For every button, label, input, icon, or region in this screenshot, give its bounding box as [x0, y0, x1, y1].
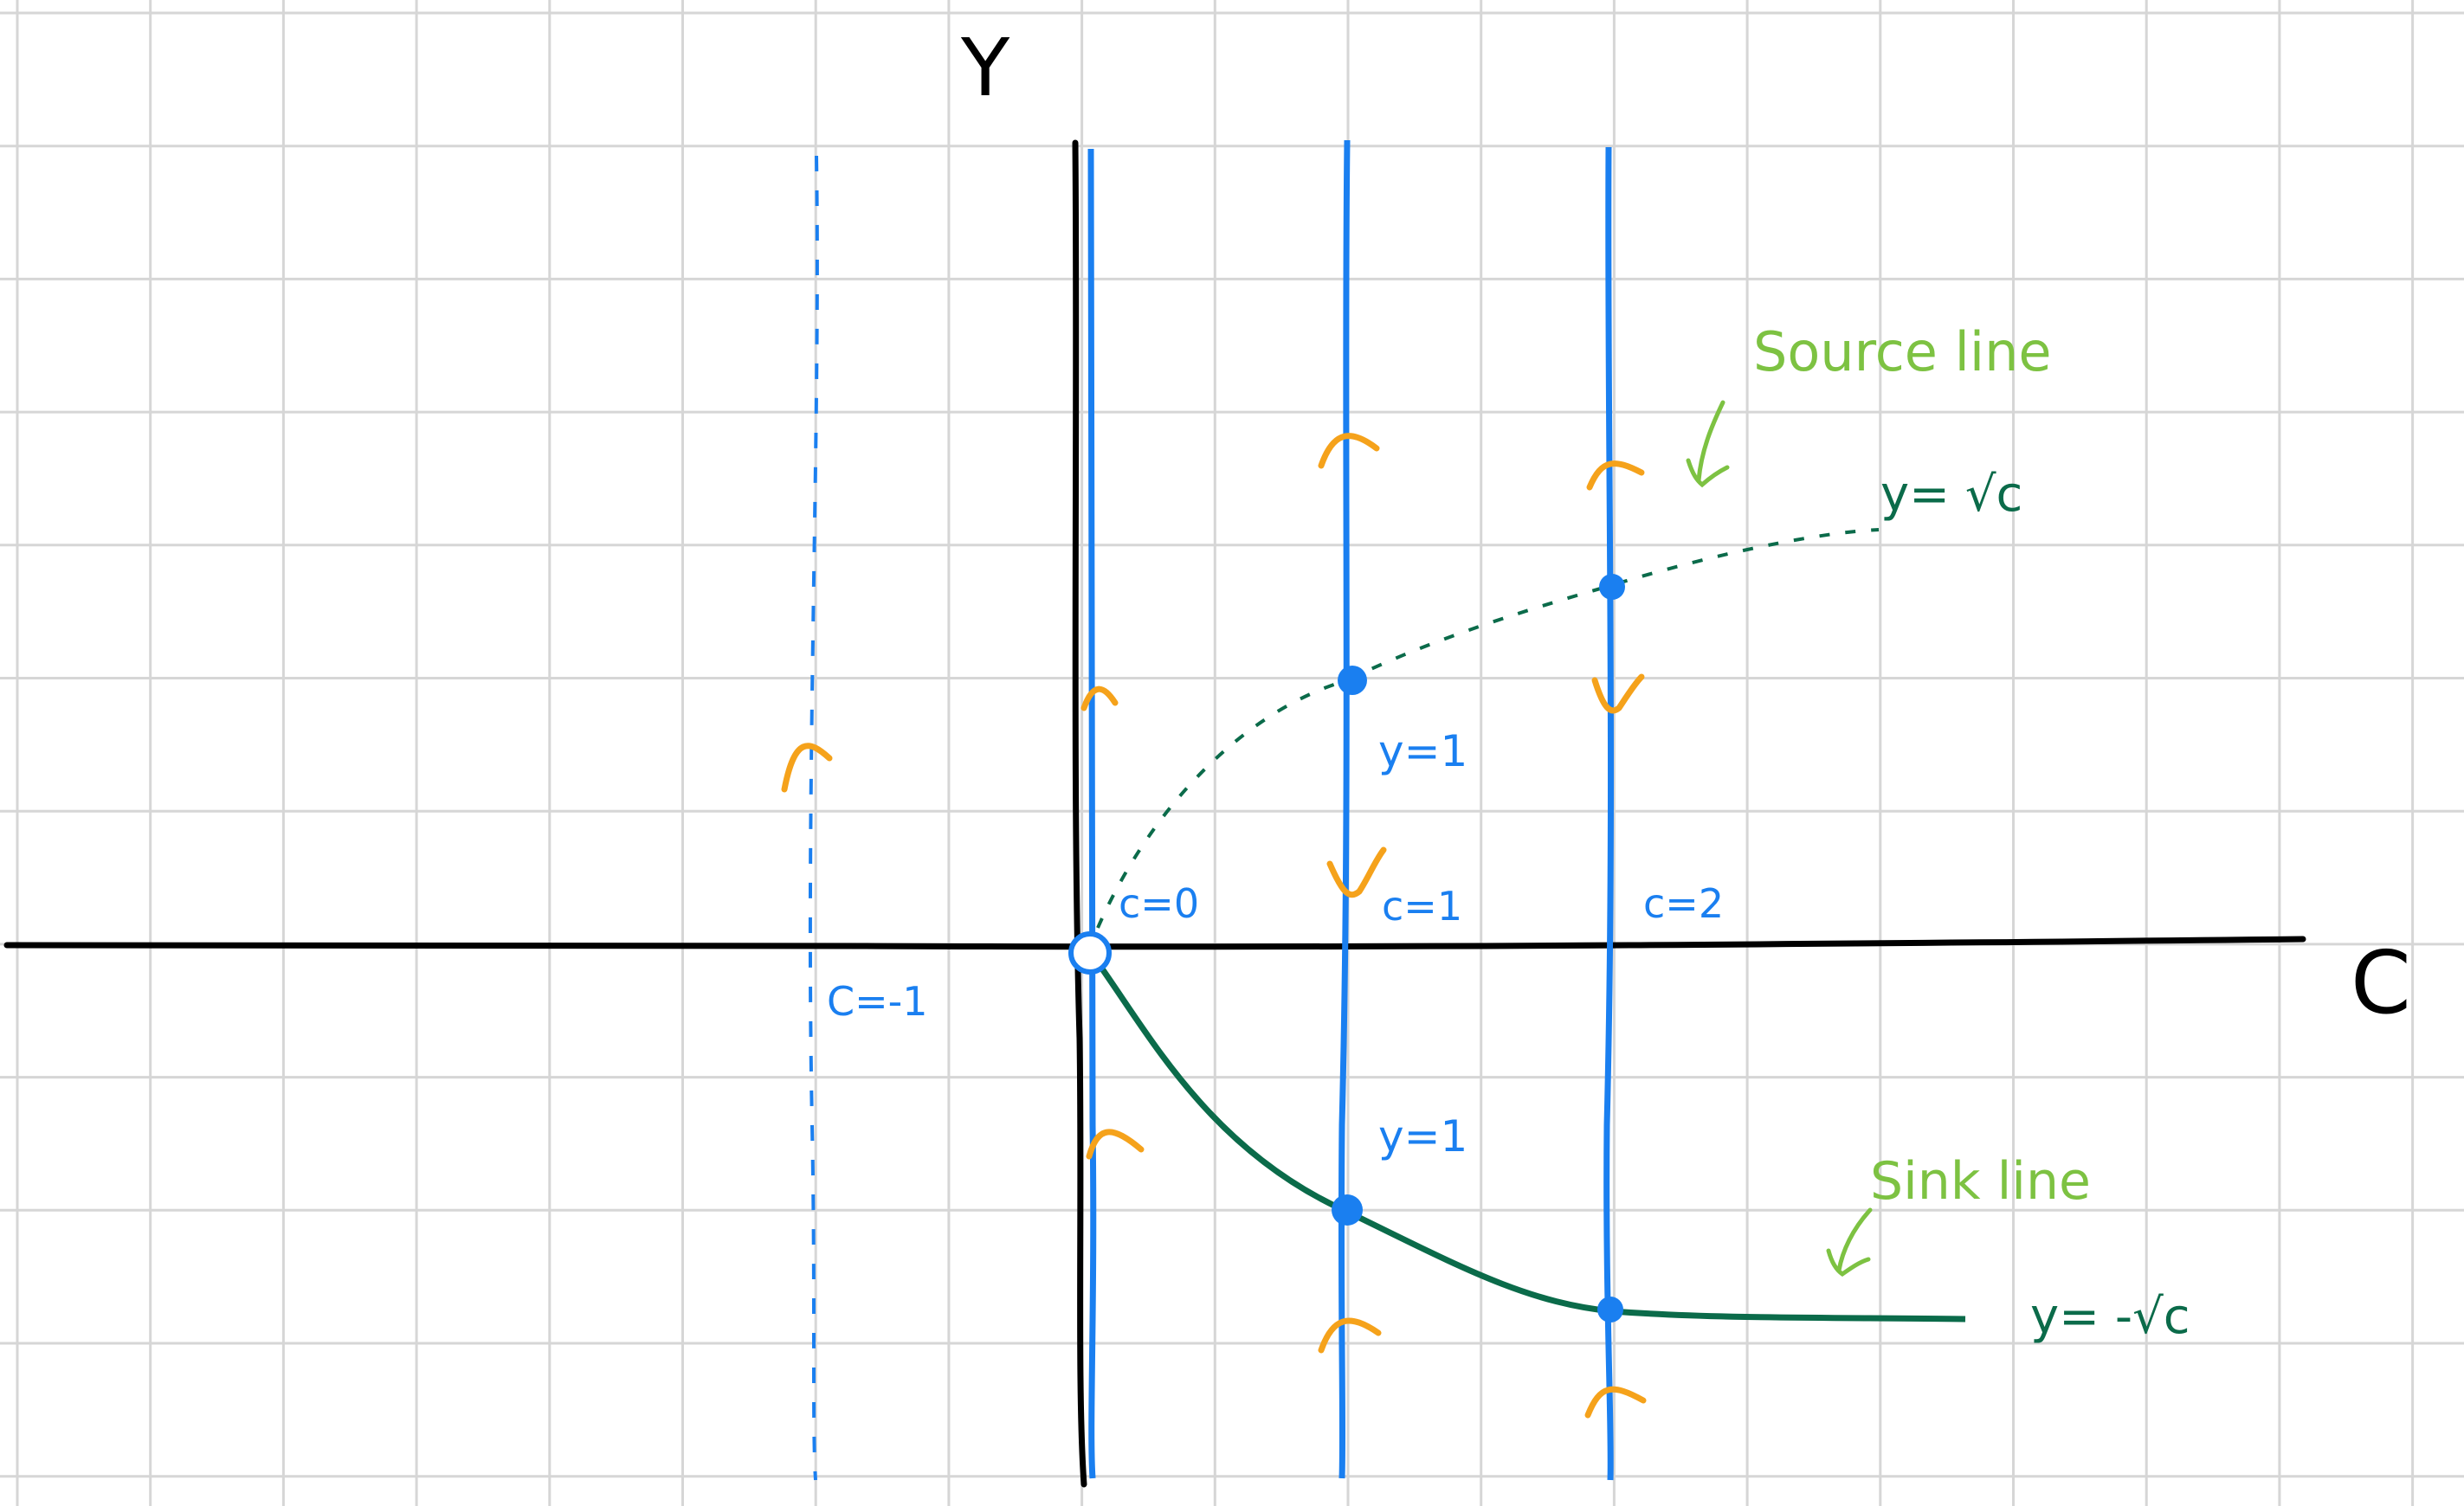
label-c-minus-1: C=-1 — [827, 978, 928, 1025]
source-curve — [1096, 528, 1880, 929]
arrow-up-icon — [1086, 1129, 1145, 1160]
label-c-0: c=0 — [1119, 880, 1199, 927]
arrow-up-icon — [1080, 685, 1119, 711]
arrow-up-icon — [1318, 433, 1380, 469]
phase-line-c-1 — [1338, 139, 1351, 1479]
y-axis-label: Y — [960, 22, 1010, 114]
sink-line-label: Sink line — [1870, 1151, 2091, 1212]
c-axis — [3, 936, 2306, 950]
arrow-up-icon — [1586, 460, 1645, 491]
source-point-c1 — [1338, 666, 1367, 695]
sink-point-c1 — [1332, 1194, 1363, 1226]
phase-line-c-2 — [1603, 146, 1615, 1481]
source-pointer-arrow-icon — [1686, 400, 1730, 488]
c-axis-label: C — [2351, 932, 2411, 1033]
phase-line-c-0 — [1087, 148, 1097, 1479]
phase-line-c-minus-1 — [808, 155, 819, 1481]
source-line-label: Source line — [1753, 320, 2052, 383]
arrow-down-icon — [1591, 673, 1645, 714]
label-c-1: c=1 — [1382, 883, 1462, 930]
sink-pointer-arrow-icon — [1826, 1207, 1873, 1278]
source-point-c2 — [1599, 574, 1625, 600]
arrow-up-icon — [1584, 1386, 1647, 1419]
label-c-2: c=2 — [1643, 880, 1724, 927]
sink-equation: y= -√c — [2030, 1289, 2190, 1345]
arrow-up-icon — [781, 743, 833, 793]
label-lower-y1: y=1 — [1378, 1111, 1467, 1162]
sink-curve — [1097, 962, 1966, 1323]
sink-point-c2 — [1597, 1297, 1623, 1323]
label-upper-y1: y=1 — [1378, 726, 1467, 776]
source-equation: y= √c — [1880, 467, 2022, 523]
origin-open-point — [1068, 931, 1112, 975]
arrow-down-icon — [1326, 846, 1387, 898]
arrow-up-icon — [1318, 1317, 1382, 1354]
